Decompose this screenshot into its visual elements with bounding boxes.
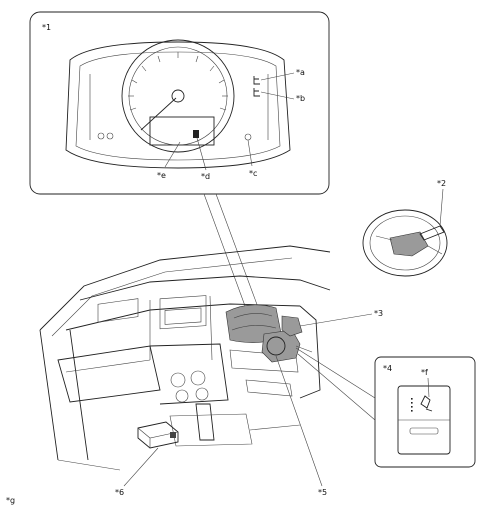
airbag-sensor-assembly	[137, 421, 179, 449]
instrument-cluster-3d	[225, 304, 283, 343]
inset4-leader-line	[295, 347, 376, 399]
callout-5: *5	[318, 488, 327, 497]
inset-leader-line	[215, 193, 263, 319]
callout-f: *f	[421, 368, 428, 377]
callout-e: *e	[157, 171, 166, 180]
callout-b: *b	[296, 94, 305, 103]
leader-6	[123, 447, 159, 487]
callout-2: *2	[437, 179, 446, 188]
spiral-cable-assembly	[261, 315, 313, 363]
callout-1: *1	[42, 23, 51, 32]
leader-5	[275, 355, 323, 487]
steering-wheel-illustration: *2	[362, 179, 448, 277]
inset4-leader-line	[297, 353, 376, 421]
leader-3	[299, 313, 373, 327]
callout-6: *6	[115, 488, 124, 497]
callout-c: *c	[249, 169, 257, 178]
callout-a: *a	[296, 68, 305, 77]
callout-d: *d	[201, 172, 210, 181]
combination-meter-inset: *1	[29, 11, 330, 195]
inset-leader-line	[203, 193, 253, 326]
callout-g: *g	[6, 496, 15, 505]
callout-3: *3	[374, 309, 383, 318]
callout-4: *4	[383, 364, 392, 373]
passenger-airbag-indicator-inset: *4 *f	[374, 356, 476, 468]
